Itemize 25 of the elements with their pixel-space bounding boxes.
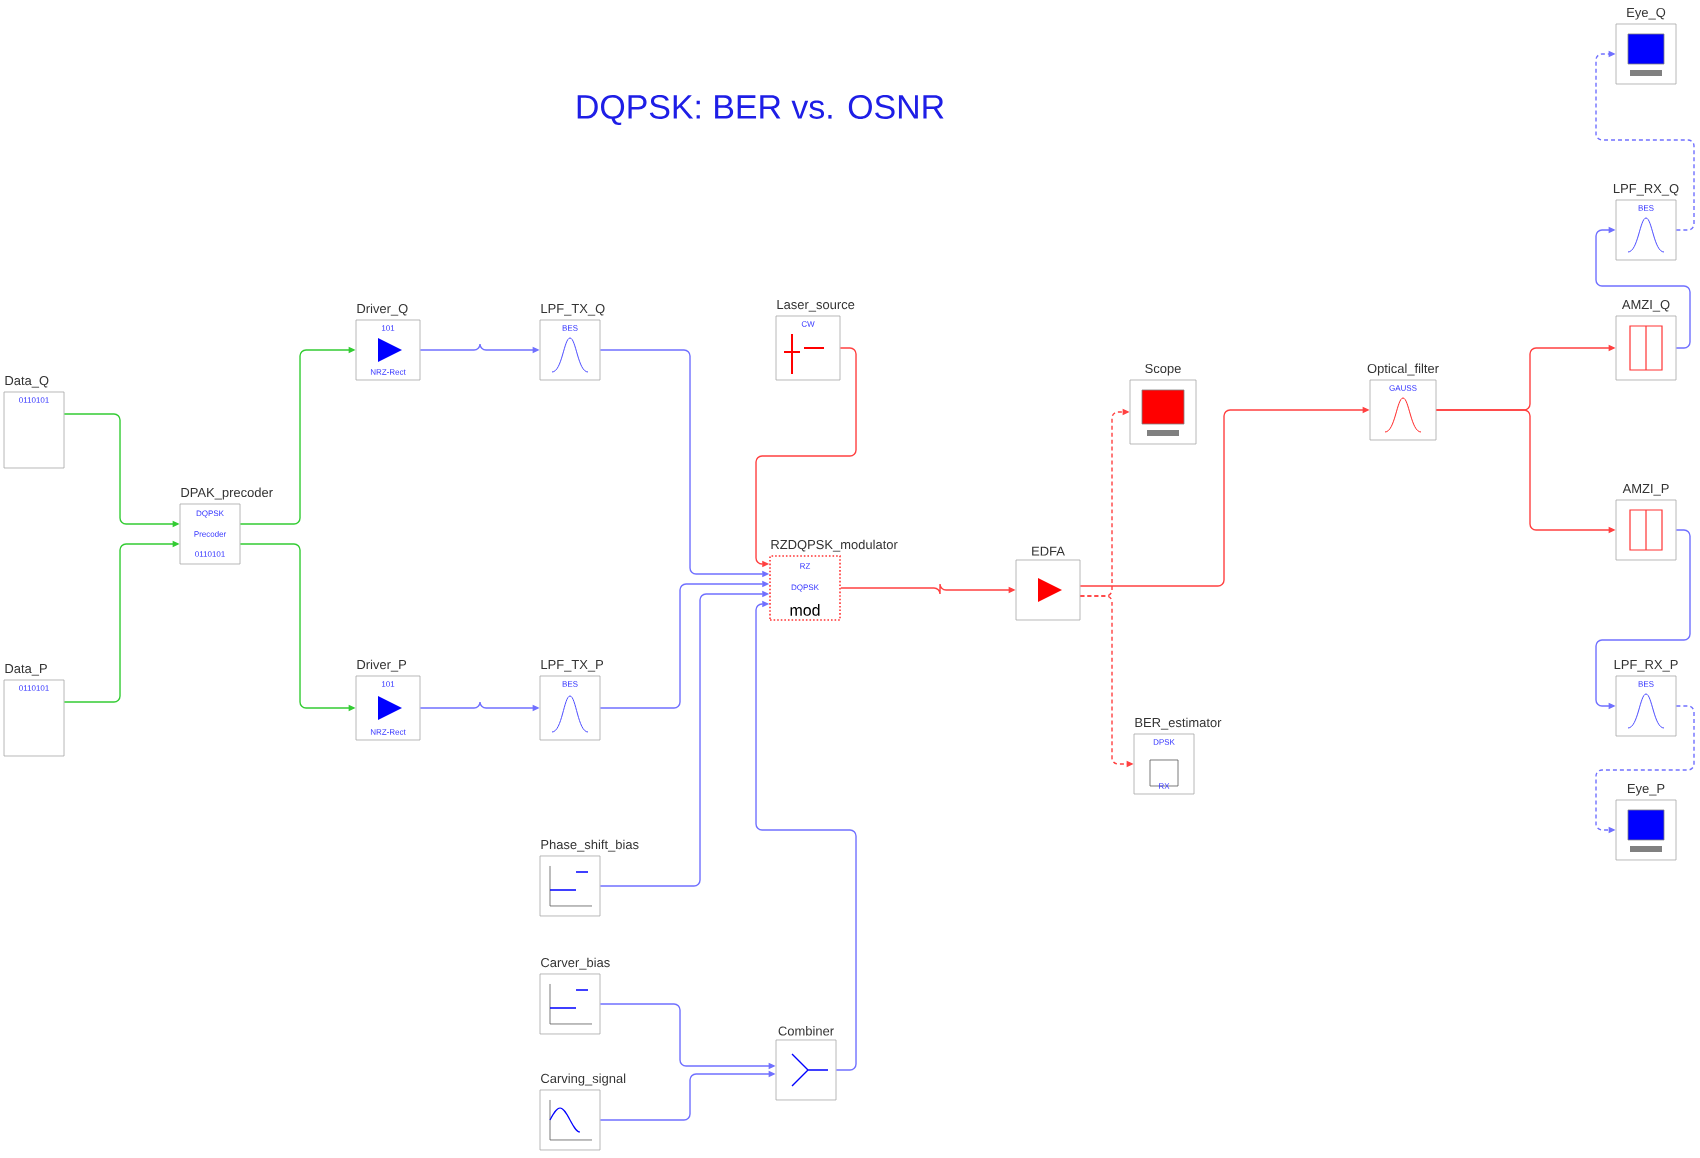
component-block (1614, 660, 1678, 737)
component-block (769, 539, 898, 621)
component-block (775, 1026, 837, 1101)
component-block (3, 664, 65, 757)
component-block (1615, 300, 1677, 381)
diagram-title: DQPSK: BER vs. OSNR (577, 94, 944, 126)
component-block (539, 957, 610, 1035)
component-block (3, 376, 65, 469)
component-block (539, 660, 604, 741)
component-block (1129, 363, 1197, 445)
connector-arrow (1595, 226, 1691, 349)
component-block (1133, 717, 1222, 795)
component-block (539, 1073, 626, 1151)
component-block (1613, 184, 1679, 261)
component-block (539, 304, 605, 381)
component-block (355, 659, 421, 741)
component-block (775, 300, 855, 381)
component-block (1615, 7, 1677, 85)
component-block (179, 487, 273, 565)
component-block (355, 303, 421, 381)
component-block (1615, 484, 1677, 561)
component-block (539, 839, 639, 917)
component-block (1615, 784, 1677, 861)
component-block (1367, 363, 1439, 441)
component-block (1015, 546, 1081, 621)
